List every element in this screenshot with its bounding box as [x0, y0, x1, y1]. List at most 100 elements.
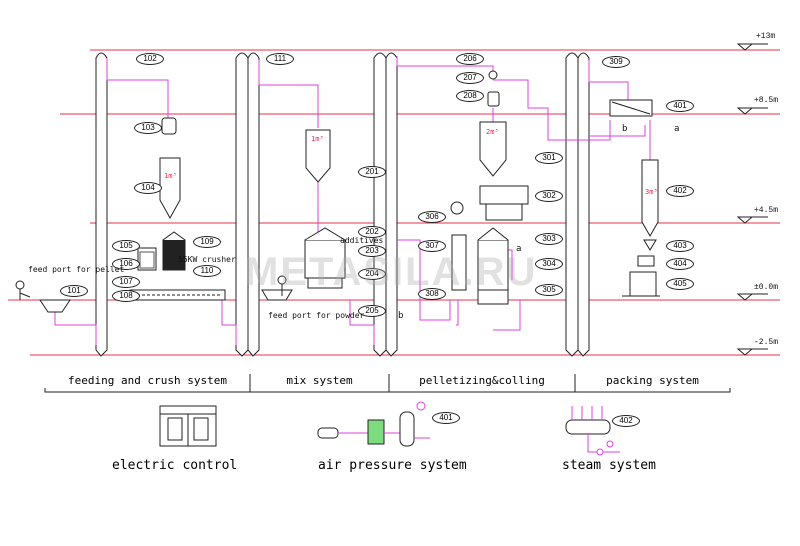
- operator-head-1: [15, 280, 25, 290]
- bin-402: [641, 159, 659, 238]
- conveyor-309: [588, 60, 629, 100]
- cabinet-106: [137, 247, 157, 271]
- cooler-303: [477, 239, 509, 291]
- conveyor-101: [54, 310, 97, 345]
- feeding-crush-equipment: [15, 117, 226, 313]
- hopper-403: [643, 239, 657, 251]
- section-pelletizing: pelletizing&colling: [419, 374, 545, 387]
- cabinet-inner: [139, 251, 155, 269]
- legend-air-pressure: air pressure system: [318, 458, 467, 473]
- callout-404: 404: [666, 258, 694, 270]
- callout-205: 205: [358, 305, 386, 317]
- section-brackets: [44, 374, 731, 393]
- operator-body-1: [19, 289, 31, 300]
- crumbler-305: [477, 289, 509, 305]
- level-marker-13: [736, 43, 768, 51]
- silo-104: [159, 157, 181, 220]
- bin-201: [305, 129, 331, 183]
- conveyor-cooler-out: [493, 300, 521, 331]
- conveyor-308: [456, 300, 459, 326]
- section-mix: mix system: [286, 374, 353, 387]
- callout-402-legend: 402: [612, 415, 640, 427]
- callout-405: 405: [666, 278, 694, 290]
- feed-port-powder-label: feed port for powder: [268, 311, 365, 320]
- callout-202: 202: [358, 226, 386, 238]
- callout-207: 207: [456, 72, 484, 84]
- callout-307: 307: [418, 240, 446, 252]
- legend-electric-control: electric control: [112, 458, 238, 473]
- callout-304: 304: [535, 258, 563, 270]
- level-label-8-5: +8.5m: [754, 96, 779, 105]
- feed-hopper-101: [39, 299, 71, 313]
- elevator-6: [565, 52, 579, 357]
- callout-306: 306: [418, 211, 446, 223]
- callout-103: 103: [134, 122, 162, 134]
- callout-303: 303: [535, 233, 563, 245]
- level-marker-0: [736, 293, 768, 301]
- mix-equipment: [261, 129, 346, 301]
- callout-301: 301: [535, 152, 563, 164]
- level-label-0: ±0.0m: [754, 283, 779, 292]
- mixer-top: [304, 227, 346, 241]
- callout-102: 102: [136, 53, 164, 65]
- callout-309: 309: [602, 56, 630, 68]
- conveyor-lines: [54, 56, 651, 345]
- bin-2m3: [479, 121, 507, 177]
- sewing-405: [629, 271, 657, 297]
- watermark: METASILA.RU: [245, 250, 538, 294]
- callout-108: 108: [112, 290, 140, 302]
- electric-cabinet-icon: [159, 405, 217, 447]
- elevator-1: [95, 52, 108, 357]
- bucket-elevators: [95, 52, 590, 357]
- section-packing: packing system: [606, 374, 699, 387]
- bin-104-capacity: 1m³: [164, 172, 177, 180]
- level-marker-minus-2-5: [736, 348, 768, 356]
- packing-equipment: [609, 99, 660, 297]
- legend-steam: steam system: [562, 458, 656, 473]
- junction-b-top: b: [622, 124, 628, 134]
- level-markers: [736, 43, 768, 356]
- callout-107: 107: [112, 276, 140, 288]
- bin-402-capacity: 3m³: [645, 188, 658, 196]
- callout-109: 109: [193, 236, 221, 248]
- crusher-label: 55KW crusher: [178, 255, 236, 264]
- steam-system-icon: [565, 406, 620, 456]
- callout-403: 403: [666, 240, 694, 252]
- callout-402: 402: [666, 185, 694, 197]
- level-label-13: +13m: [756, 32, 776, 41]
- callout-302: 302: [535, 190, 563, 202]
- valve-207: [488, 70, 498, 80]
- junction-b-bottom: b: [398, 311, 404, 321]
- callout-105: 105: [112, 240, 140, 252]
- conveyor-b: [397, 239, 451, 321]
- elevator-4: [373, 52, 387, 357]
- callout-104: 104: [134, 182, 162, 194]
- additives-label: additives: [340, 236, 384, 245]
- mixer-203: [304, 239, 346, 279]
- callout-208: 208: [456, 90, 484, 102]
- pelletizing-equipment: [450, 70, 529, 305]
- callout-201: 201: [358, 166, 386, 178]
- callout-401-legend: 401: [432, 412, 460, 424]
- screen-deck: [611, 101, 651, 115]
- callout-106: 106: [112, 258, 140, 270]
- conveyor-102: [106, 58, 169, 118]
- callout-308: 308: [418, 288, 446, 300]
- callout-204: 204: [358, 268, 386, 280]
- elevator-7: [577, 52, 590, 357]
- mixer-base: [307, 277, 343, 289]
- pellet-mill-base: [485, 203, 523, 221]
- section-feeding-crush: feeding and crush system: [68, 374, 227, 387]
- conveyor-to-packing: [493, 79, 611, 141]
- fan-208: [487, 91, 500, 107]
- bin-2m3-capacity: 2m³: [486, 128, 499, 136]
- junction-a-bottom: a: [516, 244, 522, 254]
- callout-305: 305: [535, 284, 563, 296]
- callout-110: 110: [193, 265, 221, 277]
- callout-101: 101: [60, 285, 88, 297]
- elevator-2: [235, 52, 249, 357]
- level-marker-8-5: [736, 107, 768, 115]
- level-label-4-5: +4.5m: [754, 206, 779, 215]
- cyclone-307: [451, 234, 467, 291]
- crusher-top: [162, 231, 186, 241]
